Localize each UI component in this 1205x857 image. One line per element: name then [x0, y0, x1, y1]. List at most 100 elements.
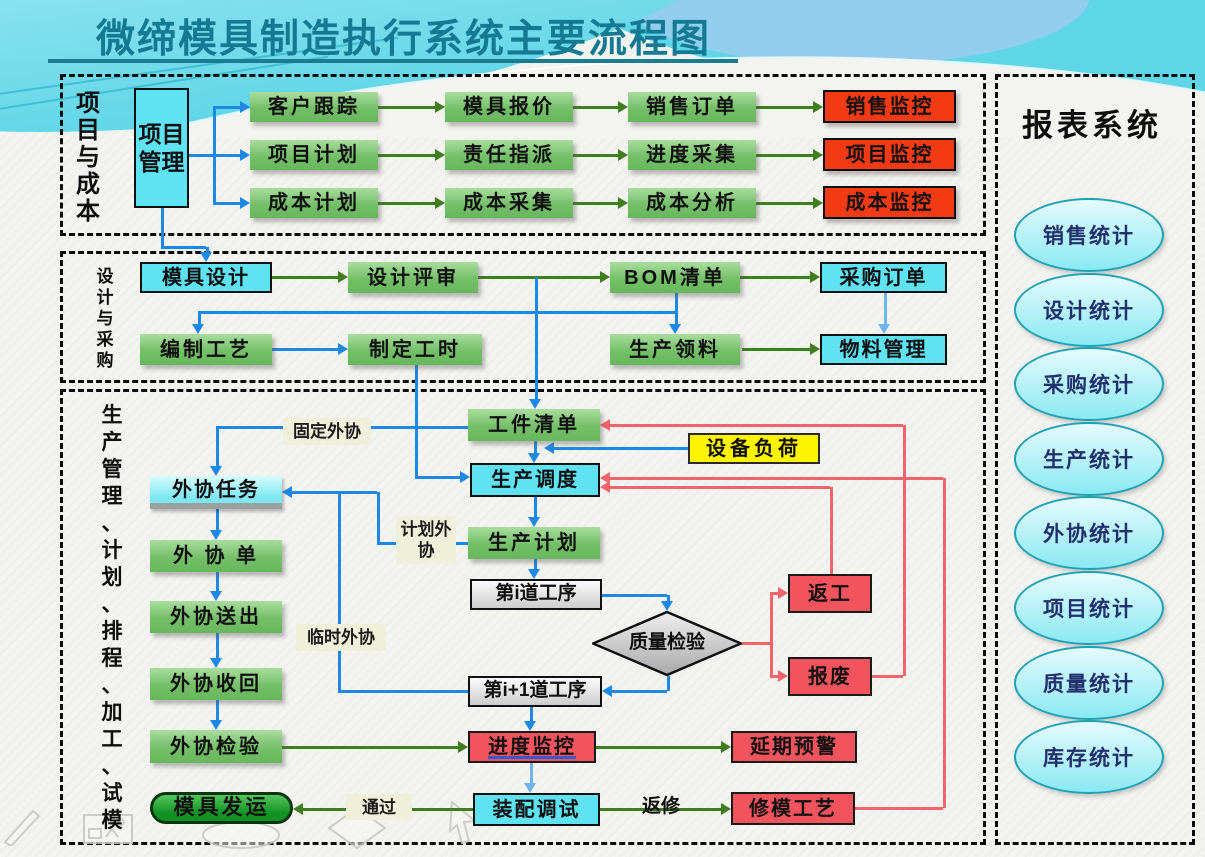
node-cost-monitor: 成本监控: [823, 186, 956, 219]
flow-line: [596, 745, 723, 749]
section-label-production: 生产管理、计划、排程、加工、试模: [101, 404, 123, 832]
flow-line: [740, 275, 812, 279]
node-outsourcing-order: 外 协 单: [150, 540, 282, 572]
flow-line: [608, 476, 943, 480]
arrowhead: [210, 591, 222, 601]
arrowhead: [721, 803, 731, 815]
arrowhead: [618, 101, 628, 113]
flow-line: [675, 293, 678, 326]
flow-line: [378, 201, 437, 205]
flow-line: [770, 674, 780, 678]
report-item-2: 采购统计: [1014, 347, 1164, 421]
report-item-6: 质量统计: [1014, 646, 1164, 720]
section-border-design-procurement: [60, 251, 986, 383]
node-process-i: 第i道工序: [470, 579, 602, 610]
flow-line: [213, 201, 242, 205]
node-cost-collect: 成本采集: [445, 188, 573, 218]
arrowhead: [293, 803, 303, 815]
flow-line: [378, 153, 437, 157]
title-underline: [48, 59, 738, 63]
report-item-1: 设计统计: [1014, 273, 1164, 347]
flow-line: [216, 427, 219, 468]
node-mold-shipment: 模具发运: [150, 792, 293, 824]
report-item-5: 项目统计: [1014, 571, 1164, 645]
arrowhead: [600, 472, 610, 484]
arrowhead: [528, 453, 540, 463]
flow-line: [206, 247, 209, 254]
flow-line: [338, 689, 468, 693]
node-production-dispatch: 生产调度: [470, 463, 600, 497]
flow-line: [213, 153, 242, 157]
node-outsourcing-inspection: 外协检验: [150, 730, 282, 763]
node-outsourcing-task: 外协任务: [150, 476, 282, 509]
arrowhead: [460, 471, 470, 483]
flow-line: [216, 509, 219, 532]
node-fixed-outsourcing: 固定外协: [283, 418, 371, 445]
node-progress-monitor: 进度监控: [468, 731, 596, 763]
flow-line: [198, 312, 201, 326]
arrowhead: [600, 419, 610, 431]
arrowhead: [810, 343, 820, 355]
node-quality-inspection: 质量检验: [592, 611, 742, 676]
node-outsourcing-send: 外协送出: [150, 601, 282, 633]
node-mold-design: 模具设计: [140, 262, 272, 293]
flow-line: [535, 277, 538, 401]
flow-line: [756, 153, 815, 157]
flow-line: [534, 441, 537, 455]
diamond-label: 质量检验: [628, 632, 705, 654]
arrowhead: [435, 101, 445, 113]
ellipse-icon: [200, 820, 284, 857]
flow-line: [943, 478, 946, 808]
node-cost-analysis: 成本分析: [628, 188, 756, 218]
report-panel-title: 报表系统: [1022, 108, 1162, 143]
node-process-i-plus-1: 第i+1道工序: [468, 676, 602, 707]
flow-line: [378, 105, 437, 109]
flow-line: [742, 347, 812, 351]
flow-line: [534, 559, 537, 571]
node-sales-monitor: 销售监控: [823, 90, 956, 123]
report-panel-border: [995, 74, 1195, 845]
node-production-plan: 生产计划: [468, 527, 600, 559]
flow-line: [667, 676, 670, 691]
node-delay-warning: 延期预警: [731, 731, 857, 763]
flow-line: [530, 763, 533, 785]
header-decoration: [0, 0, 1205, 138]
node-assembly-debug: 装配调试: [473, 793, 600, 826]
section-label-project-cost: 项目与成本: [76, 90, 100, 225]
flow-line: [830, 487, 833, 574]
flow-line: [478, 275, 602, 279]
flow-line: [213, 105, 242, 109]
flow-line: [552, 446, 688, 450]
arrowhead: [600, 481, 610, 493]
node-project-monitor: 项目监控: [823, 138, 956, 171]
flow-line: [600, 807, 723, 811]
arrowhead: [669, 324, 681, 334]
flow-line: [530, 707, 533, 723]
flow-line: [216, 700, 219, 722]
node-repair-label: 返修: [641, 795, 680, 817]
flow-line: [573, 105, 620, 109]
node-purchase-order: 采购订单: [820, 262, 947, 293]
flow-line: [610, 689, 667, 693]
node-cost-plan: 成本计划: [250, 188, 378, 218]
arrowhead: [602, 685, 612, 697]
node-duty-assign: 责任指派: [445, 140, 573, 170]
flow-line: [198, 310, 675, 314]
arrowhead: [435, 197, 445, 209]
arrowhead: [435, 149, 445, 161]
flow-line: [770, 591, 780, 595]
node-scrap: 报废: [788, 657, 872, 696]
arrowhead: [618, 149, 628, 161]
node-pass-label: 通过: [346, 794, 412, 820]
arrowhead: [240, 149, 250, 161]
report-item-7: 库存统计: [1014, 720, 1164, 794]
arrowhead: [721, 741, 731, 753]
arrowhead: [210, 658, 222, 668]
flow-line: [756, 105, 815, 109]
node-bom-list: BOM清单: [610, 262, 740, 293]
node-rework: 返工: [788, 574, 872, 613]
arrowhead: [192, 324, 204, 334]
node-temp-outsourcing: 临时外协: [296, 624, 386, 651]
arrowhead: [813, 101, 823, 113]
node-process-planning: 编制工艺: [140, 334, 272, 365]
